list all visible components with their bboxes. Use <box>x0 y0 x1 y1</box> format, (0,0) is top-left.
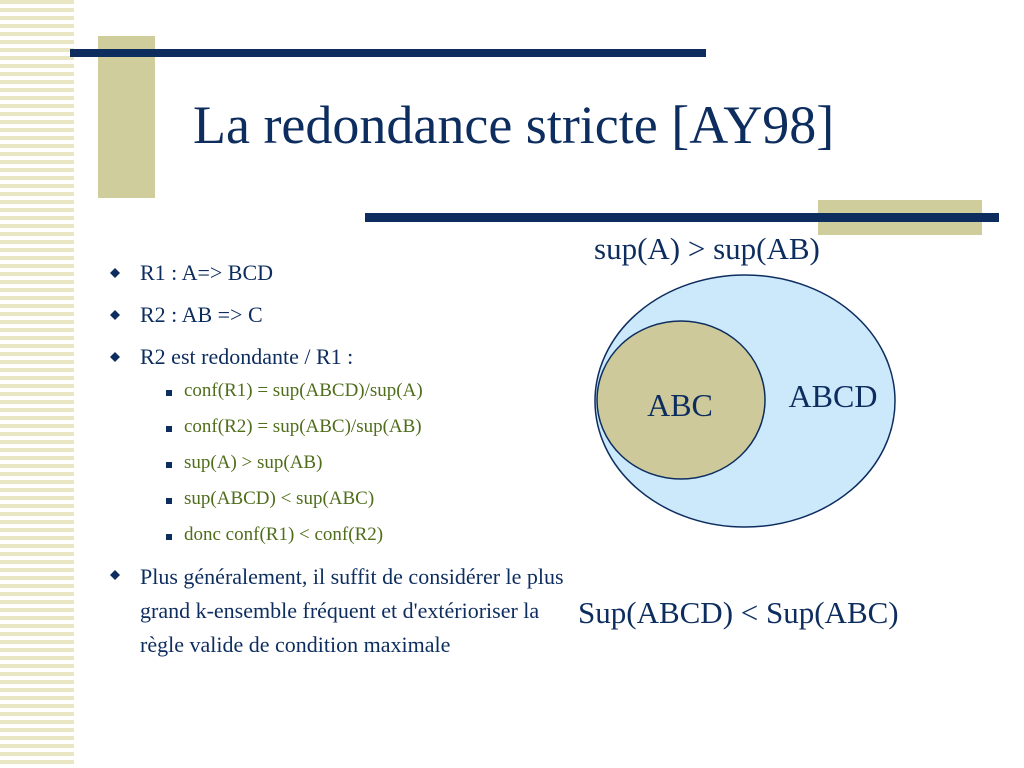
sub-bullet-item: conf(R2) = sup(ABC)/sup(AB) <box>140 414 564 440</box>
inner-set-label: ABC <box>647 387 713 423</box>
title-accent-block <box>98 36 155 198</box>
sub-bullet-item: donc conf(R1) < conf(R2) <box>140 522 564 548</box>
bullet-text: R2 est redondante / R1 : <box>140 344 354 369</box>
bullet-item: R1 : A=> BCD <box>104 258 564 288</box>
slide-title: La redondance stricte [AY98] <box>193 95 835 155</box>
sub-bullet-text: conf(R2) = sup(ABC)/sup(AB) <box>184 416 422 437</box>
square-bullet-icon <box>166 426 172 432</box>
sub-bullet-item: conf(R1) = sup(ABCD)/sup(A) <box>140 378 564 404</box>
outer-set-label: ABCD <box>789 378 878 414</box>
sub-bullet-item: sup(ABCD) < sup(ABC) <box>140 486 564 512</box>
bullet-text: R2 : AB => C <box>140 302 263 327</box>
sub-bullet-text: sup(ABCD) < sup(ABC) <box>184 488 375 509</box>
bullet-item: R2 est redondante / R1 : conf(R1) = sup(… <box>104 342 564 548</box>
diamond-bullet-icon <box>110 310 120 320</box>
diamond-bullet-icon <box>110 570 120 580</box>
sub-bullet-text: conf(R1) = sup(ABCD)/sup(A) <box>184 380 423 401</box>
inner-set-abc <box>596 320 766 480</box>
middle-rule <box>365 213 999 222</box>
diamond-bullet-icon <box>110 268 120 278</box>
diagram-bottom-label: Sup(ABCD) < Sup(ABC) <box>578 595 899 630</box>
bullet-item: R2 : AB => C <box>104 300 564 330</box>
square-bullet-icon <box>166 462 172 468</box>
top-rule <box>70 49 706 57</box>
square-bullet-icon <box>166 498 172 504</box>
square-bullet-icon <box>166 390 172 396</box>
sub-bullet-list: conf(R1) = sup(ABCD)/sup(A) conf(R2) = s… <box>140 378 564 548</box>
left-stripe-decoration <box>0 0 74 768</box>
diamond-bullet-icon <box>110 352 120 362</box>
sub-bullet-item: sup(A) > sup(AB) <box>140 450 564 476</box>
bullet-text: R1 : A=> BCD <box>140 260 274 285</box>
bullet-text: Plus généralement, il suffit de considér… <box>140 564 564 657</box>
diagram-top-label: sup(A) > sup(AB) <box>594 231 820 266</box>
sub-bullet-text: sup(A) > sup(AB) <box>184 452 323 473</box>
venn-diagram: ABCD ABC <box>594 274 896 528</box>
square-bullet-icon <box>166 534 172 540</box>
bullet-item: Plus généralement, il suffit de considér… <box>104 560 564 662</box>
sub-bullet-text: donc conf(R1) < conf(R2) <box>184 524 384 545</box>
bullet-list: R1 : A=> BCD R2 : AB => C R2 est redonda… <box>104 258 564 674</box>
